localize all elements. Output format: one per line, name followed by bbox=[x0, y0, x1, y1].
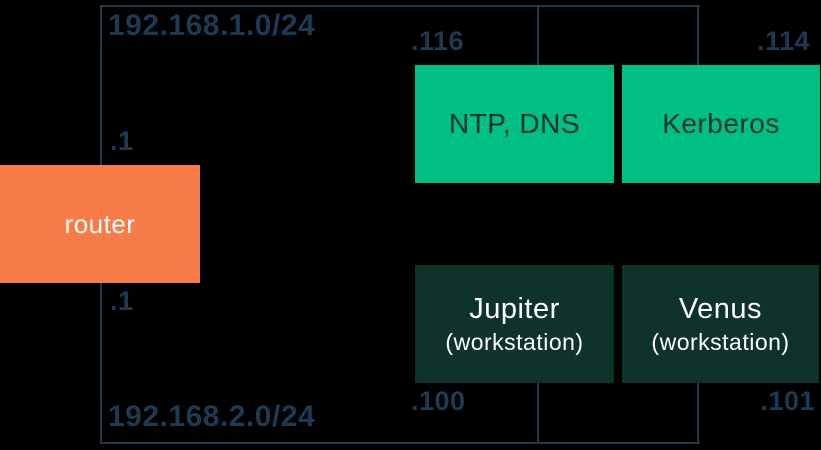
subnet2-cidr-label: 192.168.2.0/24 bbox=[108, 400, 316, 433]
router-subnet2-ip-label: .1 bbox=[110, 286, 134, 316]
ntp-dns-server-node: NTP, DNS bbox=[415, 65, 614, 183]
kerberos-server-label: Kerberos bbox=[662, 108, 780, 139]
router-node: router bbox=[0, 165, 200, 283]
ntp-dns-server-label: NTP, DNS bbox=[448, 108, 581, 139]
venus-drop-line bbox=[697, 381, 699, 444]
venus-workstation-type: (workstation) bbox=[651, 328, 790, 355]
kerberos-server-node: Kerberos bbox=[622, 65, 820, 183]
subnet2-bottom-rail bbox=[100, 442, 700, 444]
router-node-label: router bbox=[64, 208, 136, 239]
ntp-dns-drop-line bbox=[537, 5, 539, 67]
venus-ip-label: .101 bbox=[760, 386, 815, 416]
kerberos-drop-line bbox=[697, 5, 699, 67]
router-subnet1-ip-label: .1 bbox=[110, 126, 134, 156]
jupiter-workstation-node: Jupiter (workstation) bbox=[415, 265, 614, 383]
subnet1-top-rail bbox=[100, 5, 700, 7]
jupiter-ip-label: .100 bbox=[411, 386, 466, 416]
jupiter-workstation-type: (workstation) bbox=[445, 328, 584, 355]
venus-workstation-node: Venus (workstation) bbox=[622, 265, 819, 383]
ntp-dns-ip-label: .116 bbox=[411, 26, 465, 56]
jupiter-drop-line bbox=[537, 381, 539, 444]
venus-workstation-name: Venus bbox=[678, 293, 763, 326]
jupiter-workstation-name: Jupiter bbox=[469, 293, 560, 326]
subnet1-cidr-label: 192.168.1.0/24 bbox=[108, 9, 316, 42]
kerberos-ip-label: .114 bbox=[756, 26, 810, 56]
